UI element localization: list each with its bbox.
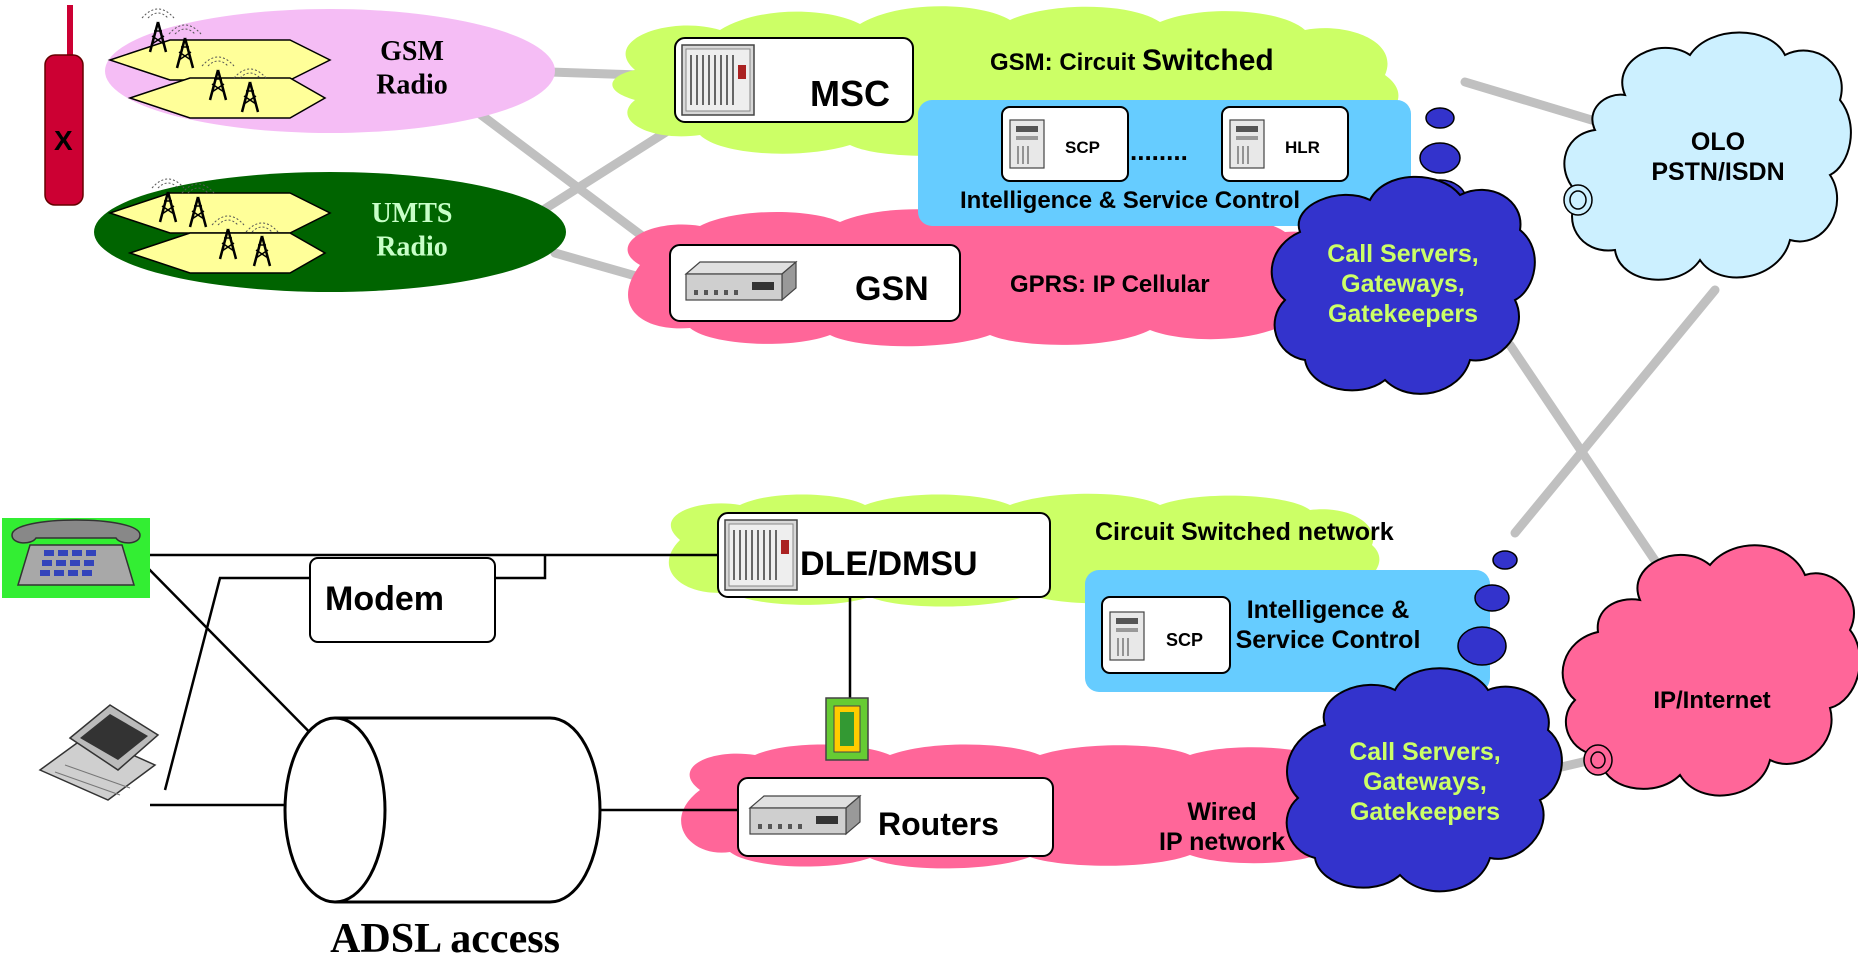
intelligence-service-control-top: SCP ........ HLR Intelligence & Service …: [918, 100, 1411, 226]
scp-label-top: SCP: [1065, 138, 1100, 157]
hlr-label: HLR: [1285, 138, 1320, 157]
adsl-cylinder-icon: ADSL access: [283, 716, 602, 959]
server-icon: [1109, 611, 1145, 661]
mobile-phone-icon: X: [44, 5, 84, 206]
intelligence-service-control-bottom: SCP Intelligence &Service Control: [1085, 570, 1490, 692]
gsm-network-prefix: GSM: Circuit: [990, 49, 1142, 76]
olo-bubble-icon: [1563, 184, 1593, 216]
gsn-label: GSN: [855, 270, 929, 308]
scp-node-bottom: SCP: [1101, 596, 1231, 674]
router-icon: [685, 261, 797, 301]
msc-node: MSC: [674, 37, 914, 123]
call-servers-label-top: Call Servers,Gateways,Gatekeepers: [1327, 240, 1479, 328]
routers-node: Routers: [737, 777, 1054, 857]
call-servers-cloud-top: Call Servers,Gateways,Gatekeepers: [1270, 107, 1536, 395]
ip-internet-cloud: IP/Internet: [1561, 544, 1858, 797]
scp-node-top: SCP: [1001, 106, 1129, 182]
call-servers-label-bottom: Call Servers,Gateways,Gatekeepers: [1349, 738, 1501, 826]
phone-to-adsl-line: [139, 559, 336, 759]
switch-rack-icon: [681, 44, 755, 116]
gsn-node: GSN: [669, 244, 961, 322]
gsm-network-suffix: Switched: [1142, 44, 1274, 77]
ip-internet-label: IP/Internet: [1653, 687, 1770, 714]
scp-hlr-dots: ........: [1130, 136, 1188, 166]
msc-label: MSC: [810, 73, 890, 114]
gprs-label: GPRS: IP Cellular: [1010, 271, 1210, 298]
server-icon: [1229, 119, 1265, 169]
splitter-icon: [825, 697, 869, 761]
hlr-node: HLR: [1221, 106, 1349, 182]
modem-to-line: [495, 555, 547, 580]
modem-node: Modem: [309, 557, 496, 643]
call-servers-cloud-bottom: Call Servers,Gateways,Gatekeepers: [1285, 550, 1563, 893]
link-circuit-olo: [1510, 285, 1720, 538]
desk-phone-icon: [2, 518, 150, 598]
svg-text:GSM: Circuit Switched: GSM: Circuit Switched: [990, 44, 1274, 77]
intelligence-label-bottom: Intelligence &Service Control: [1236, 596, 1421, 654]
switch-rack-icon: [724, 519, 798, 591]
link-lines: [467, 66, 1720, 777]
server-icon: [1009, 119, 1045, 169]
intelligence-label-top: Intelligence & Service Control: [960, 187, 1300, 214]
modem-label: Modem: [325, 580, 444, 618]
laptop-to-modem-line: [163, 576, 310, 791]
scp-label-bottom: SCP: [1166, 630, 1203, 650]
adsl-access-label: ADSL access: [330, 916, 560, 959]
routers-label: Routers: [878, 806, 999, 842]
internet-bubble-icon: [1583, 744, 1613, 776]
laptop-icon: [38, 704, 160, 801]
dle-label: DLE/DMSU: [800, 545, 978, 583]
router-icon: [749, 795, 861, 835]
handset-mark: X: [54, 125, 73, 156]
dle-dmsu-node: DLE/DMSU: [717, 512, 1051, 598]
circuit-switched-label: Circuit Switched network: [1095, 518, 1394, 546]
